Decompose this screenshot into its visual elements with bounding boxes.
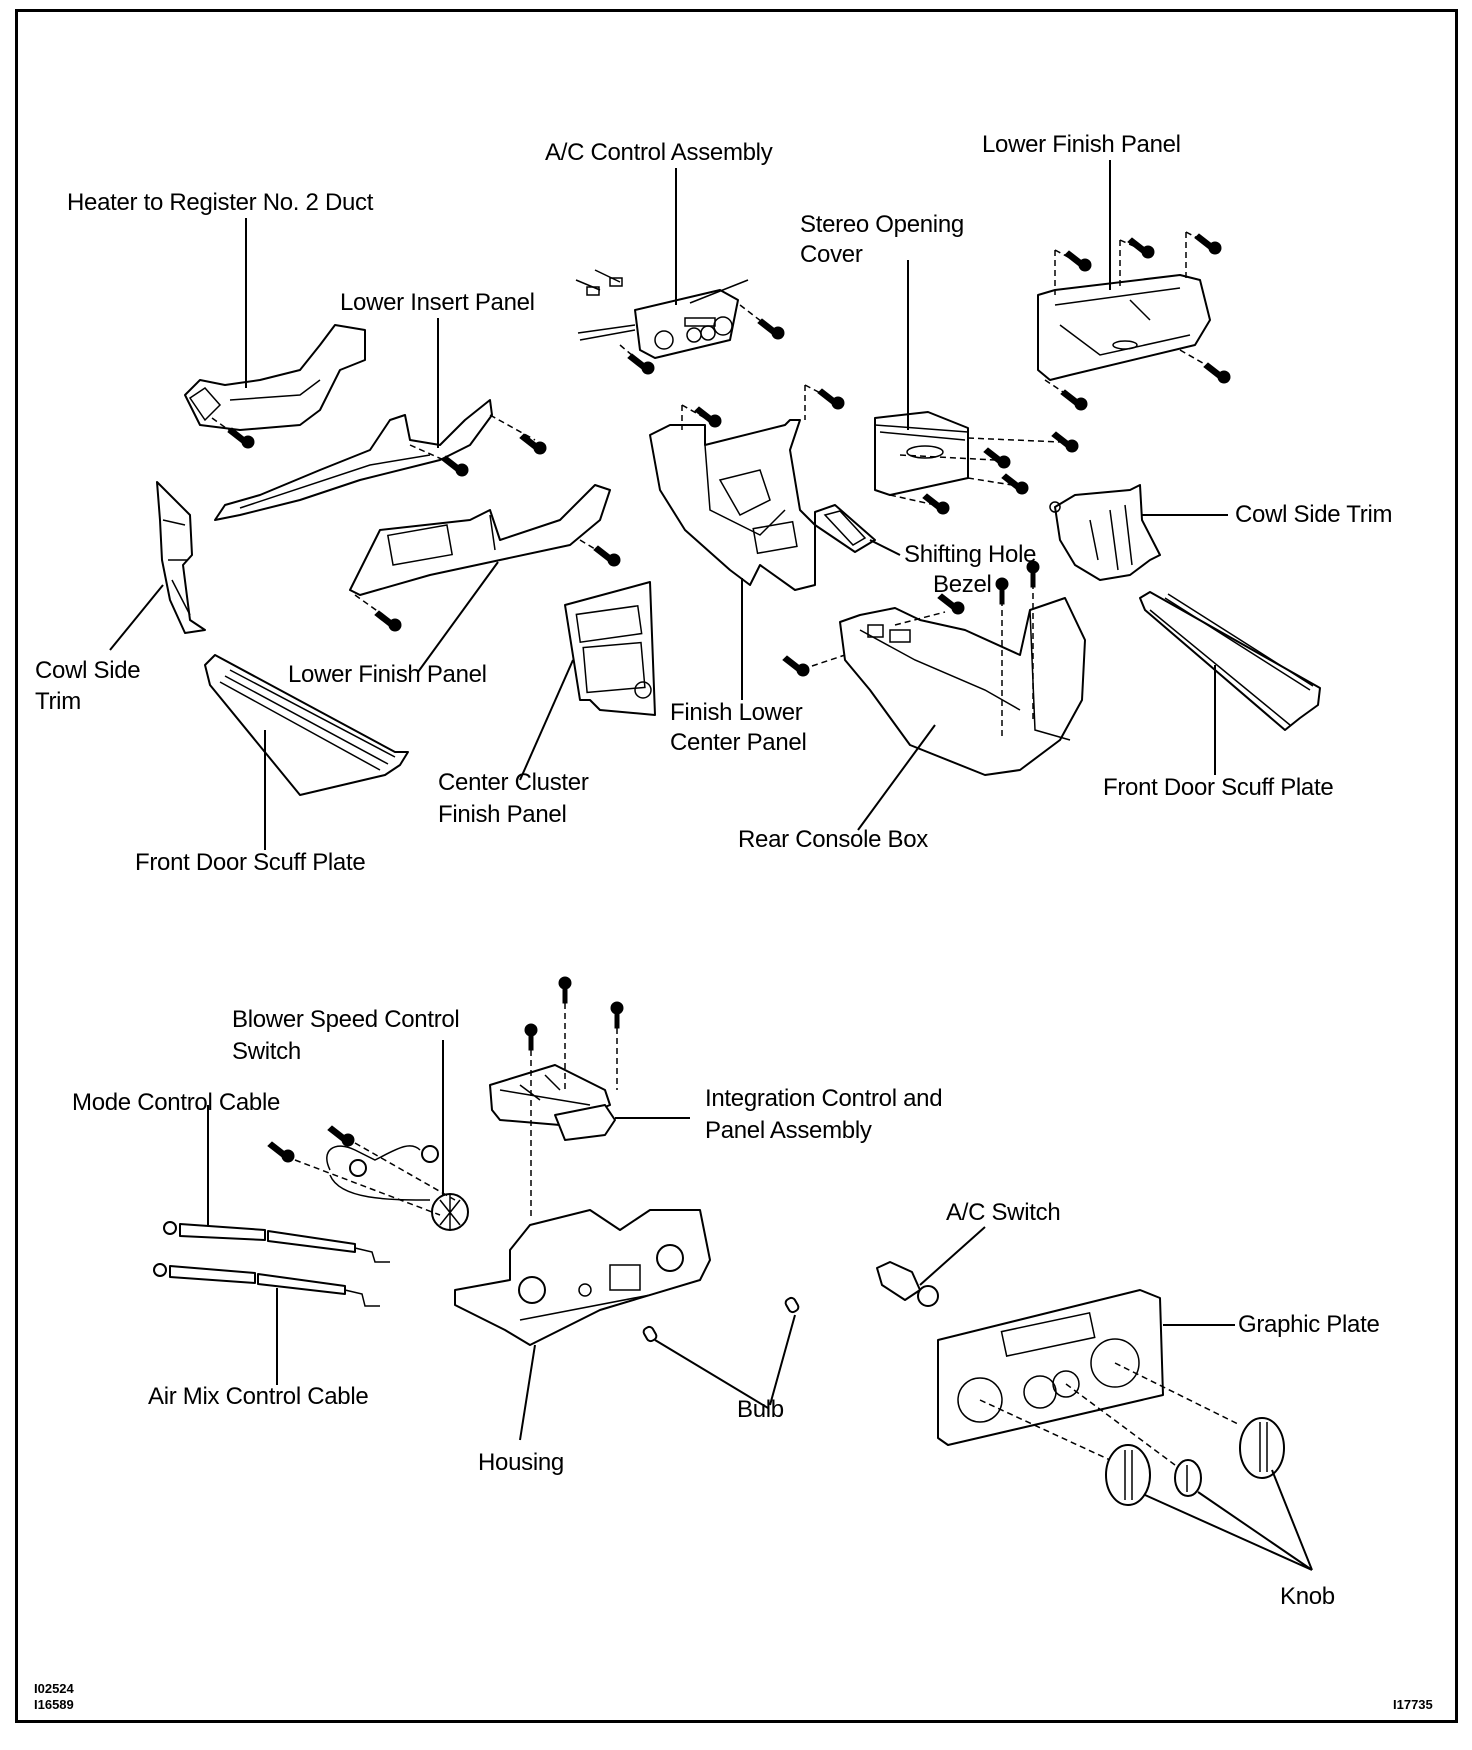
- label-shifting-hole-bezel-line2: Bezel: [933, 571, 992, 598]
- label-blower-speed-control-switch-line1: Blower Speed Control: [232, 1006, 460, 1033]
- label-stereo-opening-cover-line1: Stereo Opening: [800, 211, 964, 238]
- stereo-opening-cover-part: [874, 260, 1079, 515]
- figure-code-2: I16589: [34, 1697, 74, 1712]
- label-lower-finish-panel-right: Lower Finish Panel: [982, 131, 1181, 158]
- blower-speed-control-switch-part: [267, 1040, 469, 1231]
- integration-control-panel-part: [489, 976, 690, 1220]
- label-blower-speed-control-switch-line2: Switch: [232, 1038, 301, 1065]
- mode-control-cable-part: [163, 1105, 390, 1263]
- label-front-door-scuff-plate-left: Front Door Scuff Plate: [135, 849, 366, 876]
- label-ac-switch: A/C Switch: [946, 1199, 1061, 1226]
- ac-switch-part: [876, 1226, 986, 1307]
- label-bulb: Bulb: [737, 1396, 784, 1423]
- shifting-hole-bezel-part: [814, 504, 901, 556]
- label-knob: Knob: [1280, 1583, 1335, 1610]
- label-shifting-hole-bezel-line1: Shifting Hole: [904, 541, 1037, 568]
- lower-insert-panel-part: [214, 318, 547, 521]
- figure-code-1: I02524: [34, 1681, 74, 1696]
- label-lower-finish-panel-left: Lower Finish Panel: [288, 661, 487, 688]
- center-cluster-finish-panel-part: [519, 581, 656, 781]
- lower-finish-panel-right-part: [1037, 160, 1231, 411]
- label-rear-console-box: Rear Console Box: [738, 826, 928, 853]
- bulb-part: [642, 1296, 800, 1409]
- label-cowl-side-trim-left-line1: Cowl Side: [35, 657, 141, 684]
- label-center-cluster-finish-panel-line1: Center Cluster: [438, 769, 589, 796]
- diagram-frame: [15, 9, 1458, 1723]
- label-graphic-plate: Graphic Plate: [1238, 1311, 1380, 1338]
- cowl-side-trim-left-part: [109, 481, 206, 651]
- front-door-scuff-plate-right-part: [1139, 591, 1321, 775]
- label-ac-control-assembly: A/C Control Assembly: [545, 139, 773, 166]
- label-integration-control-line1: Integration Control and: [705, 1085, 943, 1112]
- housing-part: [454, 1209, 711, 1441]
- front-door-scuff-plate-left-part: [204, 654, 409, 850]
- lower-finish-panel-left-part: [349, 484, 621, 673]
- label-finish-lower-center-panel-line2: Center Panel: [670, 729, 807, 756]
- label-center-cluster-finish-panel-line2: Finish Panel: [438, 801, 567, 828]
- graphic-plate-part: [937, 1289, 1235, 1446]
- label-mode-control-cable: Mode Control Cable: [72, 1089, 281, 1116]
- knob-part: [979, 1362, 1313, 1571]
- label-cowl-side-trim-right: Cowl Side Trim: [1235, 501, 1393, 528]
- cowl-side-trim-right-part: [1049, 484, 1228, 581]
- label-cowl-side-trim-left-line2: Trim: [35, 688, 81, 715]
- label-air-mix-control-cable: Air Mix Control Cable: [148, 1383, 369, 1410]
- air-mix-control-cable-part: [153, 1263, 380, 1385]
- label-lower-insert-panel: Lower Insert Panel: [340, 289, 535, 316]
- label-front-door-scuff-plate-right: Front Door Scuff Plate: [1103, 774, 1334, 801]
- label-finish-lower-center-panel-line1: Finish Lower: [670, 699, 803, 726]
- finish-lower-center-panel-part: [649, 384, 845, 700]
- label-stereo-opening-cover-line2: Cover: [800, 241, 863, 268]
- label-heater-duct: Heater to Register No. 2 Duct: [67, 189, 374, 216]
- heater-to-register-duct-part: [184, 218, 366, 449]
- ac-control-assembly-part: [575, 168, 785, 375]
- label-integration-control-line2: Panel Assembly: [705, 1117, 872, 1144]
- label-housing: Housing: [478, 1449, 564, 1476]
- figure-code-3: I17735: [1393, 1697, 1433, 1712]
- rear-console-box-part: [782, 560, 1086, 831]
